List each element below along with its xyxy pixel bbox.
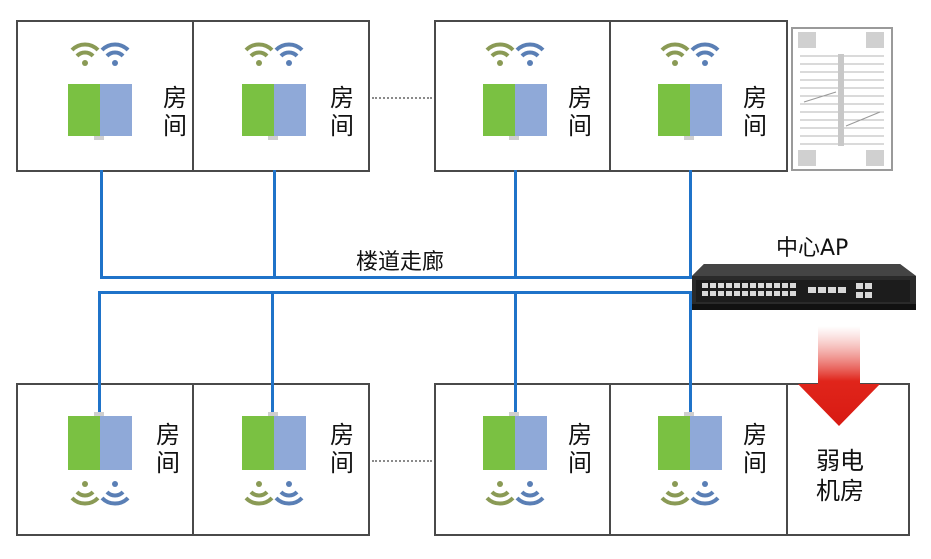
cable (271, 291, 274, 414)
room-label: 房间 (568, 421, 592, 477)
room-divider (192, 383, 194, 536)
access-point-top-2 (242, 42, 306, 140)
wifi-signal-icon (70, 481, 130, 506)
continuation-dots (372, 97, 432, 99)
cable (100, 170, 103, 279)
room-divider (609, 383, 611, 536)
wifi-signal-icon (660, 42, 720, 66)
panel-ap-icon (483, 412, 547, 470)
server-rack-icon (791, 27, 893, 171)
panel-ap-icon (68, 84, 132, 140)
weak-current-room-label: 弱电机房 (816, 447, 864, 505)
room-label: 房间 (330, 421, 354, 477)
cable (689, 170, 692, 279)
room-label: 房间 (163, 84, 187, 140)
wifi-signal-icon (485, 42, 545, 66)
room-divider (192, 20, 194, 172)
room-label: 房间 (568, 84, 592, 140)
access-point-top-4 (658, 42, 722, 140)
room-divider (609, 20, 611, 172)
access-point-top-3 (483, 42, 547, 140)
panel-ap-icon (242, 412, 306, 470)
down-arrow-icon (798, 326, 880, 426)
access-point-bottom-4 (658, 412, 722, 506)
panel-ap-icon (68, 412, 132, 470)
panel-ap-icon (242, 84, 306, 140)
room-label: 房间 (156, 421, 180, 477)
room-label: 房间 (743, 421, 767, 477)
panel-ap-icon (658, 412, 722, 470)
room-divider (786, 383, 788, 536)
network-switch-icon (692, 264, 916, 310)
corridor-label: 楼道走廊 (356, 250, 445, 275)
cable (514, 291, 517, 414)
cable (98, 291, 704, 294)
access-point-bottom-1 (68, 412, 132, 506)
room-label: 房间 (330, 84, 354, 140)
room-label: 房间 (743, 84, 767, 140)
access-point-top-1 (68, 42, 132, 140)
cable (273, 170, 276, 279)
wifi-signal-icon (244, 481, 304, 506)
access-point-bottom-2 (242, 412, 306, 506)
cable (98, 291, 101, 414)
wifi-signal-icon (70, 42, 130, 66)
cable (514, 170, 517, 279)
wifi-signal-icon (485, 481, 545, 506)
wifi-signal-icon (660, 481, 720, 506)
panel-ap-icon (483, 84, 547, 140)
central-ap-label: 中心AP (776, 236, 849, 261)
panel-ap-icon (658, 84, 722, 140)
cable (689, 291, 692, 414)
access-point-bottom-3 (483, 412, 547, 506)
wifi-signal-icon (244, 42, 304, 66)
continuation-dots (372, 460, 432, 462)
cable (100, 276, 704, 279)
